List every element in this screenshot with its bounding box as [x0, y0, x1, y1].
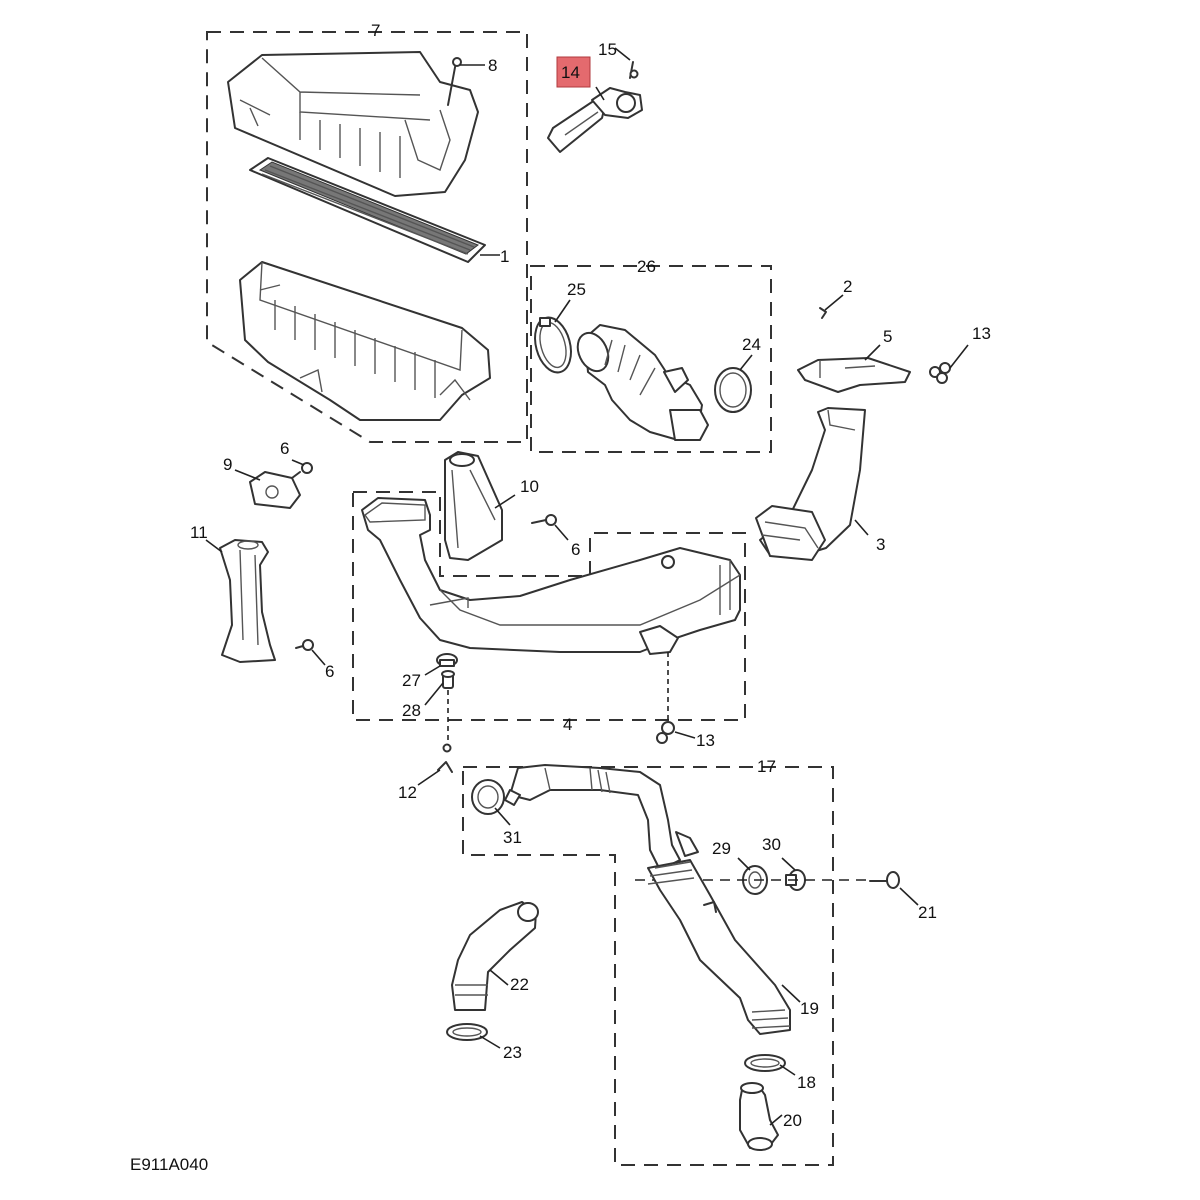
bracket-11: [219, 539, 276, 663]
group-box-17: [462, 766, 834, 1166]
callout-23: 23: [503, 1043, 522, 1062]
intake-resonator-4: [361, 497, 741, 655]
clamp-18: [744, 1054, 786, 1072]
callout-5: 5: [883, 327, 892, 346]
callout-4: 4: [563, 715, 572, 734]
callout-29: 29: [712, 839, 731, 858]
callout-27: 27: [402, 671, 421, 690]
callout-8: 8: [488, 56, 497, 75]
callout-15: 15: [598, 40, 617, 59]
clamp-23: [446, 1023, 488, 1041]
hose-17: [504, 764, 699, 871]
callout-19: 19: [800, 999, 819, 1018]
hose-22: [451, 901, 539, 1011]
screw-6-mid: [531, 514, 557, 526]
callout-11: 11: [190, 523, 208, 542]
screw-15: [629, 61, 639, 79]
bracket-5: [797, 357, 911, 393]
callout-21: 21: [918, 903, 937, 922]
diagram-code: E911A040: [130, 1155, 208, 1174]
air-cleaner-cover: [227, 51, 479, 197]
callout-3: 3: [876, 535, 885, 554]
group-box-7: [206, 31, 528, 443]
callout-9: 9: [223, 455, 232, 474]
callout-7: 7: [371, 21, 380, 40]
callout-13-upper: 13: [972, 324, 991, 343]
callout-18: 18: [797, 1073, 816, 1092]
screw-6-top: [291, 462, 313, 479]
bolt-21: [869, 871, 900, 889]
group-box-4: [352, 491, 746, 721]
air-intake-duct-3: [755, 407, 866, 561]
callout-20: 20: [783, 1111, 802, 1130]
mount-9: [249, 471, 301, 509]
air-cleaner-housing: [239, 261, 491, 421]
callout-6-lower: 6: [325, 662, 334, 681]
clip-12: [437, 743, 453, 773]
callout-28: 28: [402, 701, 421, 720]
callout-17: 17: [757, 757, 776, 776]
mass-airflow-sensor: [547, 87, 643, 153]
clip-13-lower: [656, 721, 675, 744]
callout-26: 26: [637, 257, 656, 276]
callout-1: 1: [500, 247, 509, 266]
clip-13-upper: [929, 362, 951, 384]
callout-2: 2: [843, 277, 852, 296]
callout-6-top: 6: [280, 439, 289, 458]
screw-6-lower: [295, 639, 314, 651]
callout-14: 14: [561, 63, 580, 82]
clamp-25: [534, 316, 572, 374]
grommet-27: [436, 653, 458, 667]
clamp-24: [714, 367, 752, 413]
callout-12: 12: [398, 783, 417, 802]
callout-labels: 7 8 1 14 15 26 25 24 2 5 13 3 9 6 10 6 1…: [190, 21, 991, 1130]
group-box-26: [530, 265, 772, 453]
clamp-31: [471, 779, 505, 815]
elbow-20: [739, 1082, 779, 1151]
callout-25: 25: [567, 280, 586, 299]
air-filter-element: [249, 157, 486, 263]
screw-8: [447, 57, 462, 106]
highlight-14: [556, 56, 591, 88]
callout-31: 31: [503, 828, 522, 847]
callout-13-lower: 13: [696, 731, 715, 750]
intake-hose-assembly: [576, 324, 709, 441]
bracket-10: [444, 451, 503, 561]
hose-19: [647, 859, 791, 1035]
pin-28: [441, 670, 455, 689]
callout-10: 10: [520, 477, 539, 496]
callout-6-mid: 6: [571, 540, 580, 559]
leader-lines: [205, 47, 969, 1126]
callout-30: 30: [762, 835, 781, 854]
callout-22: 22: [510, 975, 529, 994]
clip-2: [819, 307, 827, 319]
callout-24: 24: [742, 335, 761, 354]
